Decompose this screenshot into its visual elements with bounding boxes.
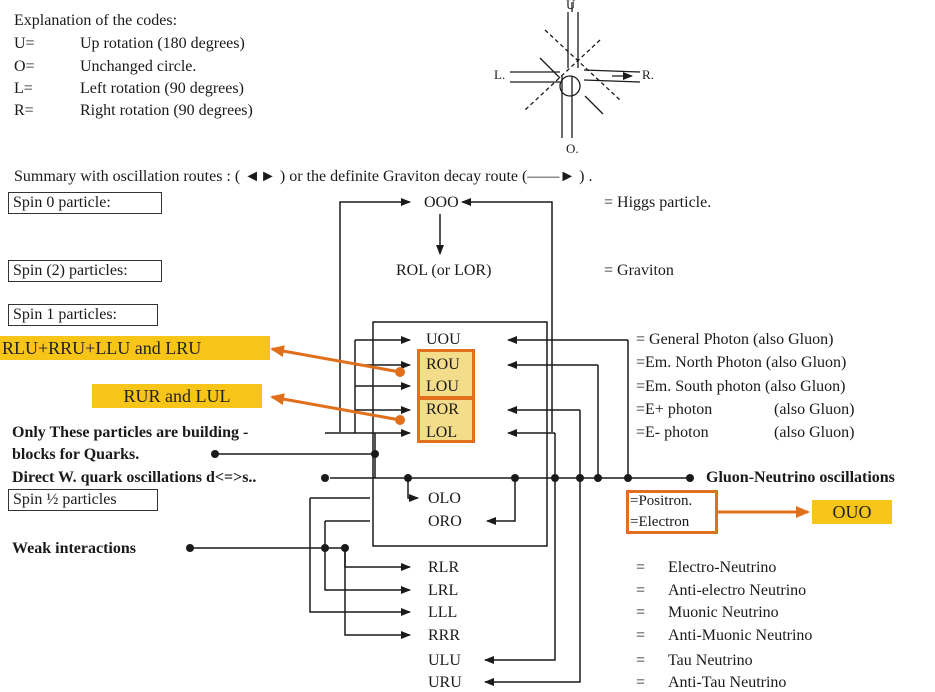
- node-rrr: RRR: [428, 627, 461, 644]
- neutrino-name-5: Tau Neutrino: [668, 652, 753, 669]
- desc-south: =Em. South photon (also Gluon): [636, 378, 846, 395]
- legend-code-r: R=: [14, 102, 34, 119]
- desc-positron: =Positron.: [630, 493, 693, 509]
- neutrino-name-2: Anti-electro Neutrino: [668, 582, 807, 599]
- label-wquark: Direct W. quark oscillations d<=>s..: [12, 469, 257, 486]
- neutrino-name-3: Muonic Neutrino: [668, 604, 779, 621]
- higgs-loop-right: [461, 198, 553, 432]
- node-rlr: RLR: [428, 559, 460, 576]
- neutrino-eq-4: =: [636, 627, 646, 644]
- node-rol: ROL (or LOR): [396, 262, 492, 279]
- node-lol: LOL: [426, 424, 458, 441]
- rotation-sketch: [510, 2, 641, 138]
- node-ulu: ULU: [428, 652, 461, 669]
- neutrino-eq-3: =: [636, 604, 646, 621]
- node-olo: OLO: [428, 490, 461, 507]
- desc-eminus-note: (also Gluon): [774, 424, 855, 441]
- label-quarks-1: Only These particles are building -: [12, 424, 249, 441]
- node-lrl: LRL: [428, 582, 459, 599]
- desc-electron: =Electron: [630, 514, 690, 530]
- desc-eminus: =E- photon: [636, 424, 709, 441]
- callout-arrow-2: [270, 393, 401, 422]
- desc-photon: = General Photon (also Gluon): [636, 331, 834, 348]
- sketch-label-bottom: O.: [566, 141, 579, 156]
- neutrino-eq-6: =: [636, 674, 646, 691]
- legend-desc-u: Up rotation (180 degrees): [80, 35, 245, 52]
- node-ooo: OOO: [424, 194, 459, 211]
- sketch-label-left: L.: [494, 67, 506, 82]
- sketch-label-right: R.: [642, 67, 654, 82]
- spin0-label: Spin 0 particle:: [8, 192, 162, 214]
- node-rou: ROU: [426, 356, 460, 373]
- sketch-label-up: U: [566, 0, 576, 12]
- legend-title: Explanation of the codes:: [14, 12, 178, 29]
- node-oro: ORO: [428, 513, 462, 530]
- node-uou: UOU: [426, 331, 461, 348]
- node-lou: LOU: [426, 378, 459, 395]
- orange-box-rou-lou: [417, 349, 475, 399]
- node-lll: LLL: [428, 604, 458, 621]
- neutrino-name-4: Anti-Muonic Neutrino: [668, 627, 813, 644]
- label-weak: Weak interactions: [12, 540, 136, 557]
- node-uru: URU: [428, 674, 462, 691]
- callout-ouo: OUO: [812, 500, 892, 524]
- desc-eplus: =E+ photon: [636, 401, 713, 418]
- spin1-label: Spin 1 particles:: [8, 304, 158, 326]
- label-gluon: Gluon-Neutrino oscillations: [706, 469, 895, 486]
- callout-rlu: RLU+RRU+LLU and LRU: [0, 336, 270, 360]
- desc-higgs: = Higgs particle.: [604, 194, 712, 211]
- neutrino-eq-2: =: [636, 582, 646, 599]
- orange-box-ror-lol: [417, 397, 475, 443]
- legend-code-l: L=: [14, 80, 33, 97]
- spin2-label: Spin (2) particles:: [8, 260, 162, 282]
- spinhalf-label: Spin ½ particles: [8, 489, 158, 511]
- desc-north: =Em. North Photon (also Gluon): [636, 354, 847, 371]
- desc-graviton: = Graviton: [604, 262, 674, 279]
- legend-desc-r: Right rotation (90 degrees): [80, 102, 253, 119]
- legend-desc-o: Unchanged circle.: [80, 58, 197, 75]
- summary-text: Summary with oscillation routes : ( ◄► )…: [14, 168, 593, 185]
- desc-eplus-note: (also Gluon): [774, 401, 855, 418]
- orange-box-leptons: [626, 490, 718, 534]
- neutrino-name-1: Electro-Neutrino: [668, 559, 777, 576]
- callout-rur: RUR and LUL: [92, 384, 262, 408]
- junction-dots: [186, 450, 694, 552]
- legend-desc-l: Left rotation (90 degrees): [80, 80, 244, 97]
- node-ror: ROR: [426, 401, 459, 418]
- neutrino-eq-1: =: [636, 559, 646, 576]
- spin1-box: [372, 321, 548, 547]
- neutrino-eq-5: =: [636, 652, 646, 669]
- legend-code-o: O=: [14, 58, 35, 75]
- legend-code-u: U=: [14, 35, 35, 52]
- higgs-loop-left: [339, 198, 411, 432]
- neutrino-name-6: Anti-Tau Neutrino: [668, 674, 787, 691]
- callout-arrow-1: [270, 345, 401, 374]
- label-quarks-2: blocks for Quarks.: [12, 446, 140, 463]
